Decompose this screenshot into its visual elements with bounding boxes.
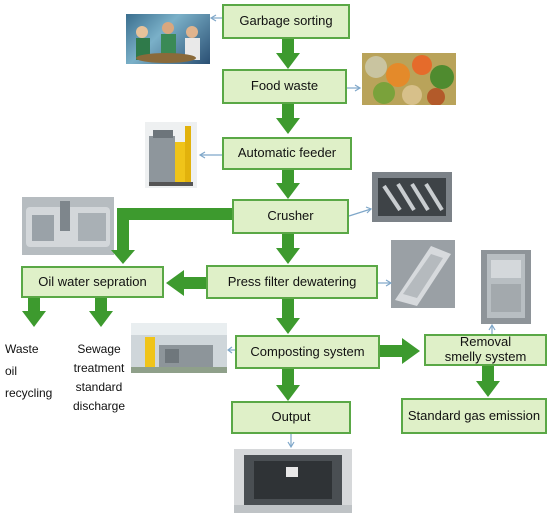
node-label: Food waste bbox=[250, 78, 319, 94]
oil-water-separator-photo bbox=[22, 197, 114, 255]
node-label: Output bbox=[271, 409, 311, 425]
crusher-photo bbox=[372, 172, 452, 222]
node-label: Garbage sorting bbox=[239, 13, 333, 29]
text-line: Waste bbox=[5, 342, 39, 356]
arrow-removal-to-emission bbox=[476, 366, 500, 397]
arrow-oil-to-sewage bbox=[89, 296, 113, 327]
node-composting-system: Composting system bbox=[235, 335, 380, 369]
node-output: Output bbox=[231, 401, 351, 434]
node-standard-gas-emission: Standard gas emission bbox=[401, 398, 547, 434]
arrow-crusher-to-oil-separation bbox=[111, 208, 232, 264]
text-line: discharge bbox=[72, 399, 126, 413]
node-crusher: Crusher bbox=[232, 199, 349, 234]
arrow-composting-to-removal bbox=[380, 338, 420, 364]
automatic-feeder-photo bbox=[145, 122, 197, 188]
node-label: Oil water sepration bbox=[38, 273, 147, 289]
node-label: Press filter dewatering bbox=[227, 273, 357, 289]
text-line: standard bbox=[75, 380, 123, 394]
text-line: oil bbox=[5, 364, 18, 378]
node-garbage-sorting: Garbage sorting bbox=[222, 4, 350, 39]
arrow-oil-to-waste-oil bbox=[22, 296, 46, 327]
node-removal-smelly-system: Removal smelly system bbox=[424, 334, 547, 366]
node-label: Standard gas emission bbox=[407, 407, 541, 423]
food-waste-photo bbox=[362, 53, 456, 105]
node-press-filter-dewatering: Press filter dewatering bbox=[206, 265, 378, 299]
waste-oil-recycling-label: Waste oil recycling bbox=[0, 341, 71, 401]
node-label: Removal smelly system bbox=[444, 334, 527, 364]
removal-smelly-system-photo bbox=[481, 250, 531, 324]
press-filter-photo bbox=[391, 240, 455, 308]
node-automatic-feeder: Automatic feeder bbox=[222, 137, 352, 170]
node-label: Crusher bbox=[267, 208, 314, 224]
arrow-food-to-feeder bbox=[276, 104, 300, 134]
garbage-sorting-photo bbox=[126, 14, 210, 64]
text-line: recycling bbox=[5, 386, 53, 400]
composting-system-photo bbox=[131, 323, 227, 373]
arrow-crusher-to-press bbox=[276, 234, 300, 264]
arrow-press-to-oil-separation bbox=[166, 270, 206, 296]
arrow-composting-to-output bbox=[276, 369, 300, 401]
output-photo bbox=[234, 449, 352, 513]
node-label: Composting system bbox=[250, 343, 365, 359]
arrow-sorting-to-food bbox=[276, 39, 300, 69]
text-line: treatment bbox=[73, 361, 125, 375]
node-oil-water-separation: Oil water sepration bbox=[21, 266, 164, 298]
text-line: Sewage bbox=[77, 342, 121, 356]
arrow-press-to-composting bbox=[276, 299, 300, 334]
sewage-treatment-label: Sewage treatment standard discharge bbox=[64, 341, 134, 414]
node-label: Automatic feeder bbox=[237, 145, 337, 161]
node-food-waste: Food waste bbox=[222, 69, 347, 104]
arrow-feeder-to-crusher bbox=[276, 169, 300, 199]
